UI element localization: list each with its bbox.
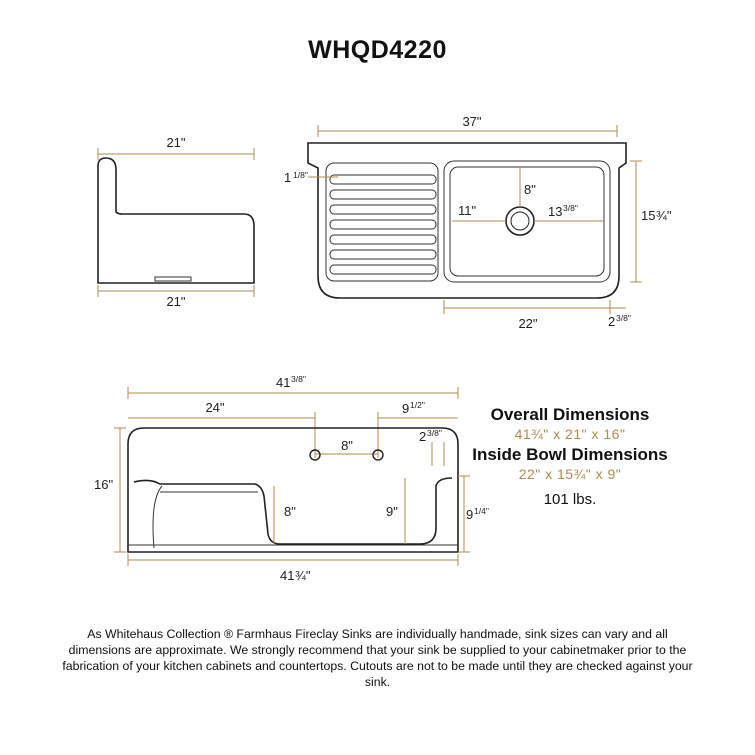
top-view-drain (505, 206, 535, 236)
front-view-side-height-dimension: 9 1/4" (458, 475, 489, 553)
top-view-drainboard (325, 162, 439, 282)
inside-bowl-dimensions-label: Inside Bowl Dimensions (470, 445, 670, 465)
overall-dimensions-heading: Overall Dimensions (490, 405, 650, 424)
top-view-rib-dimension: 1 1/8" (284, 170, 338, 185)
overall-dimensions-value-row: 41¾" x 21" x 16" (470, 426, 670, 444)
inside-bowl-dimensions-value: 22" x 15¾" x 9" (518, 466, 622, 482)
overall-dimensions-value: 41¾" x 21" x 16" (514, 426, 626, 442)
front-view-faucet-offset-frac: 1/2" (410, 400, 425, 410)
front-view-side-height-frac: 1/4" (474, 506, 489, 516)
disclaimer-text: As Whitehaus Collection ® Farmhaus Firec… (62, 627, 693, 689)
page-title: WHQD4220 (308, 36, 447, 64)
front-view-faucet-holes (309, 449, 384, 461)
top-view-rib-whole: 1 (284, 170, 291, 185)
front-view-overall-width-whole: 41 (276, 375, 290, 390)
side-view-drain (154, 276, 192, 282)
top-view-right-lip-dimension: 2 3/8" (608, 307, 631, 329)
front-view-drainboard-width-label: 24" (205, 400, 224, 415)
front-view-faucet-spacing-label: 8" (341, 438, 353, 453)
top-view-rib-frac: 1/8" (293, 170, 308, 180)
top-view-bowl-inner (449, 166, 605, 277)
top-view: 37" 1 1/8" 8" (284, 114, 672, 331)
front-view-drainboard-depth-dimension: 8" (273, 486, 296, 544)
top-view-right-lip-frac: 3/8" (616, 313, 631, 323)
top-view-depth-whole: 15 (641, 208, 655, 223)
top-view-right-lip-whole: 2 (608, 314, 615, 329)
side-view-top-width-label: 21" (166, 135, 185, 150)
front-view-drainboard-profile (133, 477, 453, 545)
front-view-bottom-width-frac: ¾" (295, 568, 311, 583)
top-view-outline (307, 142, 627, 299)
side-view: 21" 21" (97, 135, 255, 309)
front-view-lip-frac: 3/8" (427, 428, 442, 438)
front-view-overall-width-frac: 3/8" (291, 374, 306, 384)
side-view-top-dimension: 21" (97, 135, 255, 160)
front-view-drainboard-depth-label: 8" (284, 504, 296, 519)
front-view-lip-dimension: 2 3/8" (419, 428, 445, 466)
inside-bowl-dimensions-heading: Inside Bowl Dimensions (472, 445, 668, 464)
side-view-outline (97, 157, 255, 284)
front-view-bowl-depth-label: 9" (386, 504, 398, 519)
front-view-bottom-dimension: 41 ¾" (127, 554, 459, 583)
weight-value: 101 lbs. (543, 491, 597, 508)
top-view-bowl-left-dimension: 11" (452, 203, 506, 222)
top-view-bowl-depth-dimension: 8" (519, 168, 536, 207)
front-view-overall-dimension: 41 3/8" (127, 374, 459, 399)
top-view-bowl-right-frac: 3/8" (563, 203, 578, 213)
inside-bowl-dimensions-value-row: 22" x 15¾" x 9" (470, 466, 670, 484)
side-view-bottom-dimension: 21" (97, 285, 255, 309)
front-view-faucet-spacing-dimension: 8" (315, 438, 378, 455)
front-view-drainboard-width-dimension: 24" (128, 400, 316, 458)
top-view-overall-width-label: 37" (462, 114, 481, 129)
top-view-bowl (443, 160, 611, 283)
top-view-overall-dimension: 37" (317, 114, 618, 137)
top-view-bowl-depth-label: 8" (524, 182, 536, 197)
front-view: 41 3/8" 24" 9 1/2" 8" 2 3/8" 16" (94, 374, 489, 583)
front-view-bottom-width-whole: 41 (280, 568, 294, 583)
front-view-faucet-offset-whole: 9 (402, 401, 409, 416)
front-view-height-dimension: 16" (94, 427, 126, 553)
front-view-bowl-depth-dimension: 9" (386, 478, 406, 544)
weight-row: 101 lbs. (470, 491, 670, 509)
front-view-side-height-whole: 9 (466, 507, 473, 522)
side-view-bottom-width-label: 21" (166, 294, 185, 309)
top-view-depth-dimension: 15 ¾" (630, 160, 672, 283)
top-view-bowl-left-label: 11" (458, 203, 476, 218)
front-view-height-label: 16" (94, 477, 113, 492)
top-view-bowl-right-dimension: 13 3/8" (534, 203, 603, 222)
top-view-bowl-width-dimension: 22" (443, 300, 611, 331)
front-view-bowl-profile (152, 485, 258, 549)
front-view-lip-whole: 2 (419, 429, 426, 444)
overall-dimensions-label: Overall Dimensions (470, 405, 670, 425)
top-view-bowl-width-label: 22" (518, 316, 537, 331)
front-view-outline (127, 427, 459, 553)
top-view-depth-frac: ¾" (656, 208, 672, 223)
top-view-bowl-right-whole: 13 (548, 204, 562, 219)
